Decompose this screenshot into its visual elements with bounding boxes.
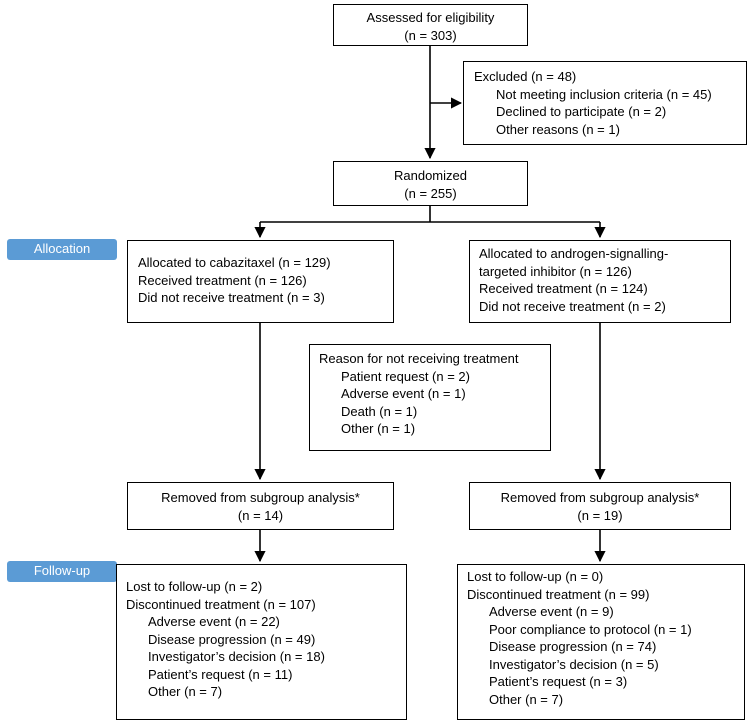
assessed-box: Assessed for eligibility (n = 303)	[333, 4, 528, 46]
allocation-left-line: Allocated to cabazitaxel (n = 129)	[138, 255, 331, 270]
randomized-title: Randomized	[394, 168, 467, 183]
reason-item: Patient request (n = 2)	[341, 368, 470, 384]
followup-right-item: Other (n = 7)	[489, 691, 564, 707]
excluded-item: Not meeting inclusion criteria (n = 45)	[496, 86, 712, 102]
reason-title: Reason for not receiving treatment	[319, 351, 519, 366]
followup-left-item: Patient’s request (n = 11)	[148, 666, 293, 682]
allocation-left-line: Received treatment (n = 126)	[138, 272, 307, 288]
followup-right-item: Investigator’s decision (n = 5)	[489, 656, 659, 672]
removed-right-count: (n = 19)	[577, 507, 623, 523]
reason-box: Reason for not receiving treatment Patie…	[309, 344, 551, 451]
followup-right-lost: Lost to follow-up (n = 0)	[467, 569, 604, 584]
allocation-label: Allocation	[7, 239, 117, 260]
allocation-left-line: Did not receive treatment (n = 3)	[138, 290, 325, 305]
followup-left-lost: Lost to follow-up (n = 2)	[126, 579, 263, 594]
followup-right-discontinued: Discontinued treatment (n = 99)	[467, 586, 650, 602]
removed-right-box: Removed from subgroup analysis* (n = 19)	[469, 482, 731, 530]
removed-left-count: (n = 14)	[237, 507, 284, 523]
removed-right-title: Removed from subgroup analysis*	[500, 490, 700, 505]
followup-right-item: Adverse event (n = 9)	[489, 604, 614, 619]
followup-right-box: Lost to follow-up (n = 0) Discontinued t…	[457, 564, 745, 720]
allocation-left-box: Allocated to cabazitaxel (n = 129) Recei…	[127, 240, 394, 323]
followup-left-item: Other (n = 7)	[148, 684, 223, 699]
followup-left-item: Adverse event (n = 22)	[148, 614, 280, 629]
followup-right-item: Patient’s request (n = 3)	[489, 674, 628, 689]
excluded-box: Excluded (n = 48) Not meeting inclusion …	[463, 61, 747, 145]
assessed-count: (n = 303)	[404, 27, 457, 43]
allocation-right-line: Did not receive treatment (n = 2)	[479, 298, 666, 314]
followup-left-item: Investigator’s decision (n = 18)	[148, 649, 325, 664]
reason-item: Adverse event (n = 1)	[341, 386, 466, 401]
removed-left-box: Removed from subgroup analysis* (n = 14)	[127, 482, 394, 530]
followup-right-item: Disease progression (n = 74)	[489, 639, 657, 654]
reason-item: Other (n = 1)	[341, 421, 416, 436]
followup-left-item: Disease progression (n = 49)	[148, 631, 316, 647]
followup-label: Follow-up	[7, 561, 117, 582]
allocation-right-box: Allocated to androgen-signalling- target…	[469, 240, 731, 323]
followup-left-box: Lost to follow-up (n = 2) Discontinued t…	[116, 564, 407, 720]
reason-item: Death (n = 1)	[341, 403, 418, 419]
randomized-count: (n = 255)	[404, 185, 457, 201]
allocation-right-line: Allocated to androgen-signalling-	[479, 246, 669, 261]
removed-left-title: Removed from subgroup analysis*	[161, 490, 360, 505]
excluded-item: Declined to participate (n = 2)	[496, 104, 667, 119]
followup-left-discontinued: Discontinued treatment (n = 107)	[126, 596, 316, 612]
excluded-item: Other reasons (n = 1)	[496, 121, 620, 137]
followup-right-item: Poor compliance to protocol (n = 1)	[489, 621, 692, 637]
allocation-right-line: Received treatment (n = 124)	[479, 281, 648, 296]
assessed-title: Assessed for eligibility	[366, 10, 495, 25]
randomized-box: Randomized (n = 255)	[333, 161, 528, 206]
allocation-right-line: targeted inhibitor (n = 126)	[479, 263, 632, 279]
excluded-title: Excluded (n = 48)	[474, 69, 577, 84]
